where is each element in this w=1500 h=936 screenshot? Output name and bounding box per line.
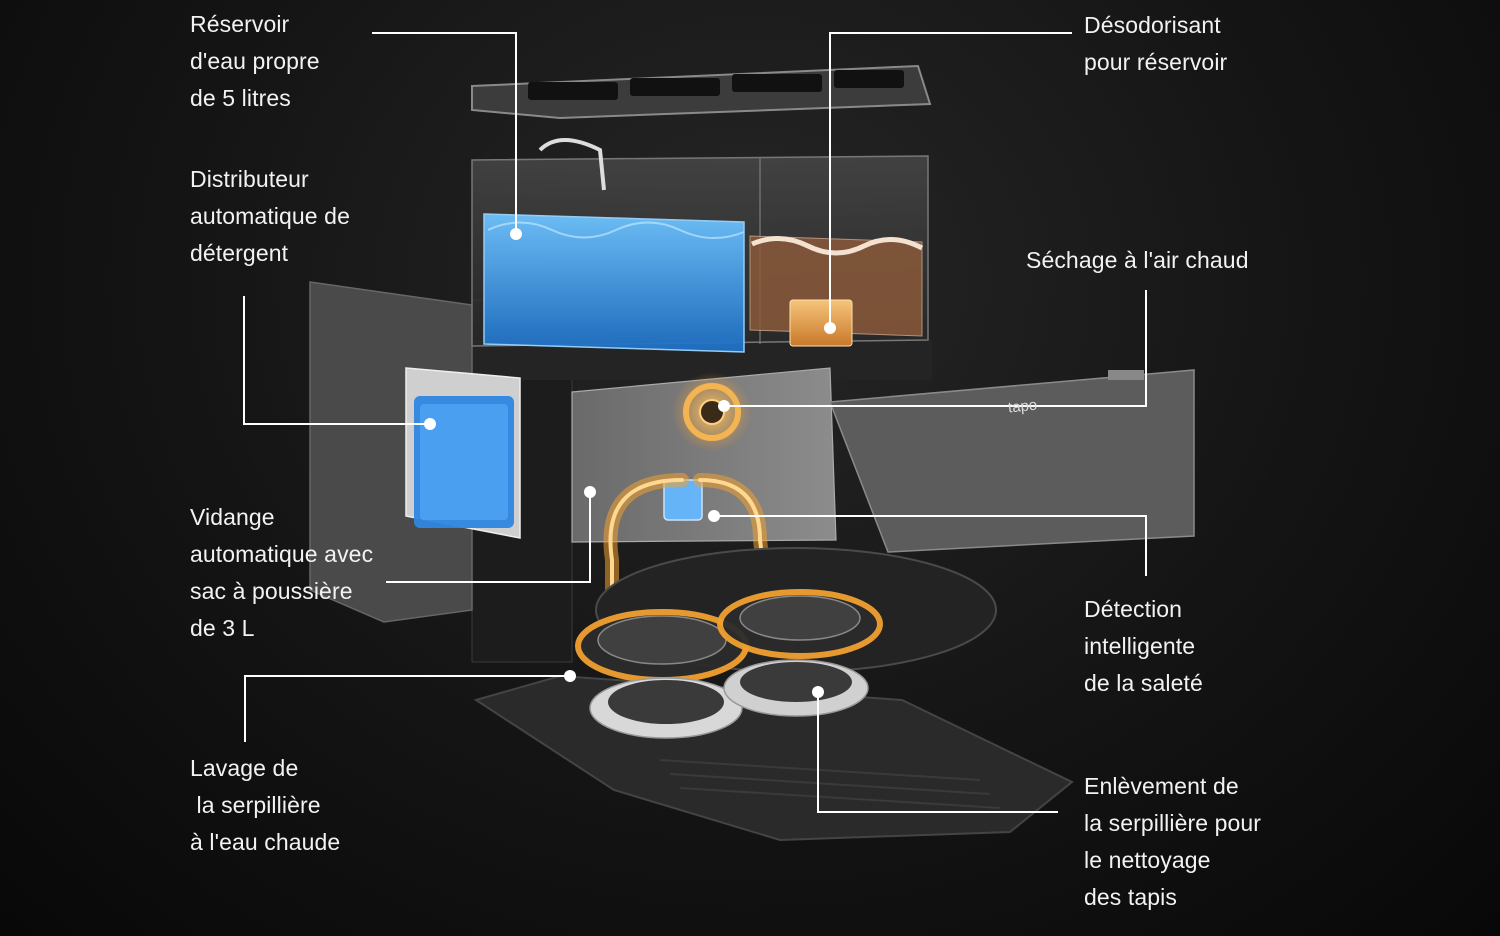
callout-dot-enlevement [812,686,824,698]
callout-line: la serpillière pour [1084,810,1262,836]
callout-line: Enlèvement de [1084,773,1239,799]
callout-line: Détection [1084,596,1183,622]
callout-sechage: Séchage à l'air chaud [1026,242,1249,279]
leader-line-vidange [386,492,591,583]
mop-pads [575,589,883,739]
callout-dot-detection [708,510,720,522]
mop-pad [589,677,743,739]
callout-dot-lavage [564,670,576,682]
station-side-panel [828,369,1195,553]
leader-line-enlevement [817,692,1058,813]
callout-line: automatique de [190,203,350,229]
leader-line-sechage [724,290,1147,407]
callout-detection: Détection intelligente de la saleté [1084,591,1203,702]
brand-logo: tapo [1007,396,1039,417]
leader-line-reservoir [372,32,517,234]
callout-line: de la saleté [1084,670,1203,696]
callout-line: d'eau propre [190,48,320,74]
callout-dot-detergent [424,418,436,430]
callout-line: Réservoir [190,11,290,37]
callout-line: Désodorisant [1084,12,1221,38]
callout-line: de 3 L [190,615,255,641]
callout-line: sac à poussière [190,578,353,604]
deodorizer-block [789,299,853,347]
leader-line-detergent [243,296,430,425]
deodorizer-compartment [749,235,924,347]
callout-dot-sechage [718,400,730,412]
dust-bag-section [571,367,837,543]
callout-lavage: Lavage de la serpillière à l'eau chaude [190,750,340,861]
callout-reservoir: Réservoir d'eau propre de 5 litres [190,6,320,117]
callout-line: Vidange [190,504,275,530]
callout-desodorisant: Désodorisant pour réservoir [1084,7,1227,81]
callout-line: le nettoyage [1084,847,1211,873]
leader-line-detection [714,515,1147,576]
side-door-panel [309,281,473,623]
callout-enlevement: Enlèvement de la serpillière pour le net… [1084,768,1261,916]
callout-dot-reservoir [510,228,522,240]
clean-water-tank [483,138,745,353]
callout-line: à l'eau chaude [190,829,341,855]
callout-detergent: Distributeur automatique de détergent [190,161,350,272]
mop-pad [575,609,749,683]
callout-vidange: Vidange automatique avec sac à poussière… [190,499,373,647]
callout-line: détergent [190,240,289,266]
callout-line: Séchage à l'air chaud [1026,247,1249,273]
top-lid [471,64,932,120]
callout-line: pour réservoir [1084,49,1228,75]
mop-pad [723,659,869,717]
hot-air-ducts [603,473,777,647]
callout-line: intelligente [1084,633,1196,659]
callout-line: la serpillière [190,792,321,818]
callout-dot-desodorisant [824,322,836,334]
hot-air-fan [672,372,752,452]
callout-dot-vidange [584,486,596,498]
callout-line: de 5 litres [190,85,291,111]
detergent-dispenser [405,367,521,539]
callout-line: des tapis [1084,884,1177,910]
callout-line: automatique avec [190,541,374,567]
callout-line: Distributeur [190,166,309,192]
callout-line: Lavage de [190,755,299,781]
leader-line-desodorisant [829,32,1072,328]
mop-pad [717,589,883,659]
leader-line-lavage [244,675,570,742]
